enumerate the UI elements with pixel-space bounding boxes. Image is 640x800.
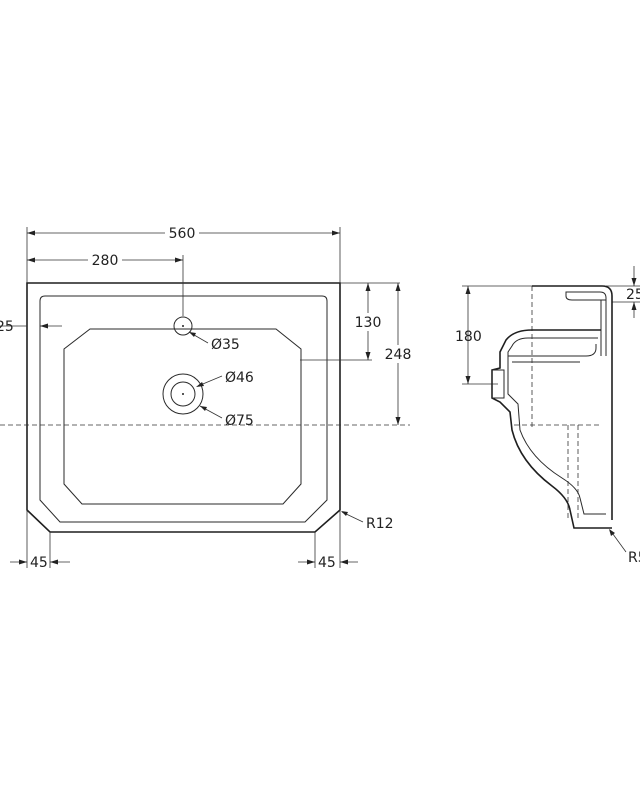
dim-overall-width: 560 <box>169 226 196 242</box>
tap-hole <box>173 316 193 336</box>
plan-view: 560 280 25 130 248 Ø35 Ø46 <box>0 224 415 571</box>
label-tap-diameter: Ø35 <box>211 337 240 353</box>
dim-left-rim: 25 <box>0 319 14 335</box>
label-side-radius: R5 <box>628 550 640 566</box>
dim-tap-depth: 130 <box>355 315 382 331</box>
dim-overall-depth: 248 <box>385 347 412 363</box>
tap-hole-center <box>182 325 184 327</box>
bowl-outline <box>63 328 302 505</box>
dim-tap-offset: 280 <box>92 253 119 269</box>
side-bowl-inner <box>507 337 606 515</box>
waste-outer-ring <box>162 373 204 415</box>
waste-center <box>182 393 184 395</box>
dim-side-top-offset: 25 <box>626 287 640 303</box>
side-top-rim <box>532 285 613 520</box>
label-corner-radius: R12 <box>366 516 394 532</box>
side-bowl-outer <box>491 329 612 529</box>
dim-chamfer-right: 45 <box>318 555 336 571</box>
dim-side-height: 180 <box>455 329 482 345</box>
basin-inner-rim <box>39 295 328 523</box>
label-waste-inner-diameter: Ø46 <box>225 370 254 386</box>
label-waste-outer-diameter: Ø75 <box>225 413 254 429</box>
side-view: 180 25 R5 <box>455 266 640 566</box>
waste-inner-ring <box>170 381 196 407</box>
dim-chamfer-left: 45 <box>30 555 48 571</box>
